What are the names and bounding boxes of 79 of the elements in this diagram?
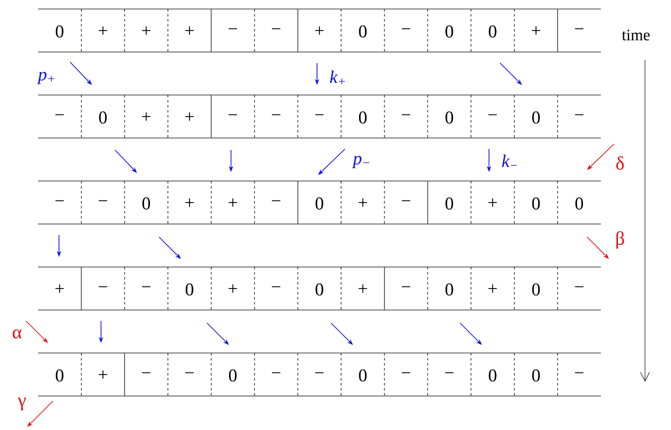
cell-row: [38, 180, 602, 224]
cell-value: +: [532, 26, 540, 35]
cell-value: −: [98, 286, 108, 288]
cell-value: 0: [186, 283, 194, 296]
cell-value: −: [402, 286, 410, 288]
cell-value: 0: [56, 369, 64, 382]
greek-label: α: [12, 329, 22, 339]
cell-row: [38, 266, 602, 310]
cell-value: 0: [142, 197, 150, 210]
cell-value: −: [142, 286, 150, 288]
cell-value: 0: [532, 369, 540, 382]
cell-value: 0: [446, 25, 454, 38]
cell-value: +: [315, 26, 324, 35]
cell-value: 0: [446, 111, 454, 124]
cell-value: 0: [446, 197, 454, 210]
cell-value: 0: [316, 283, 324, 296]
cell-value: +: [358, 284, 367, 293]
cell-value: 0: [359, 369, 367, 382]
cell-value: 0: [488, 369, 496, 382]
cell-value: −: [272, 28, 280, 30]
cell-value: −: [55, 114, 64, 116]
cell-value: 0: [446, 283, 454, 296]
cell-value: −: [402, 372, 410, 374]
cell-value: +: [228, 284, 237, 293]
greek-label: δ: [616, 156, 624, 170]
cell-value: −: [315, 372, 324, 374]
cell-value: −: [445, 372, 454, 374]
cell-value: −: [272, 286, 280, 288]
cell-value: −: [142, 372, 150, 374]
cell-value: 0: [532, 283, 540, 296]
cell-value: +: [228, 198, 237, 207]
cell-row: [38, 94, 602, 138]
rate-label: p$_{−}$: [352, 156, 370, 168]
cell-value: −: [228, 114, 237, 116]
cell-value: −: [402, 200, 410, 202]
cell-value: +: [185, 26, 194, 35]
cell-value: −: [402, 28, 410, 30]
cell-value: −: [575, 286, 584, 288]
cell-value: 0: [532, 111, 540, 124]
rate-label: k$_{+}$: [330, 70, 345, 84]
cell-value: −: [228, 28, 237, 30]
cell-value: −: [272, 200, 280, 202]
cell-value: −: [575, 372, 584, 374]
cell-value: 0: [575, 197, 584, 210]
cell-value: +: [185, 112, 194, 121]
greek-label: β: [616, 231, 624, 249]
cell-value: +: [142, 112, 150, 121]
cell-value: −: [98, 200, 108, 202]
cell-value: −: [272, 372, 280, 374]
cell-value: 0: [99, 111, 107, 124]
cell-value: −: [55, 200, 64, 202]
cell-value: 0: [532, 197, 540, 210]
cell-value: −: [488, 114, 497, 116]
cell-value: 0: [229, 369, 237, 382]
rate-label: k$_{−}$: [502, 154, 517, 167]
cell-value: 0: [56, 25, 64, 38]
cell-value: 0: [488, 25, 496, 38]
cell-value: +: [488, 284, 497, 293]
axis-label: time: [622, 30, 650, 40]
cell-value: +: [98, 26, 108, 35]
cell-value: +: [358, 198, 367, 207]
cell-value: 0: [359, 25, 367, 38]
cell-value: +: [488, 198, 497, 207]
cell-value: −: [315, 114, 324, 116]
cell-value: −: [402, 114, 410, 116]
cell-value: +: [55, 284, 64, 293]
cell-value: 0: [359, 111, 367, 124]
cell-value: −: [575, 114, 584, 116]
cell-row: [38, 8, 602, 52]
cell-value: −: [272, 114, 280, 116]
rate-label: p$_{+}$: [36, 72, 54, 84]
cell-row: [38, 352, 602, 396]
cell-value: −: [185, 372, 194, 374]
cell-value: −: [575, 28, 584, 30]
cell-value: 0: [316, 197, 324, 210]
cell-value: +: [98, 370, 108, 379]
cell-value: +: [185, 198, 194, 207]
cell-value: +: [142, 26, 150, 35]
greek-label: γ: [18, 398, 26, 410]
